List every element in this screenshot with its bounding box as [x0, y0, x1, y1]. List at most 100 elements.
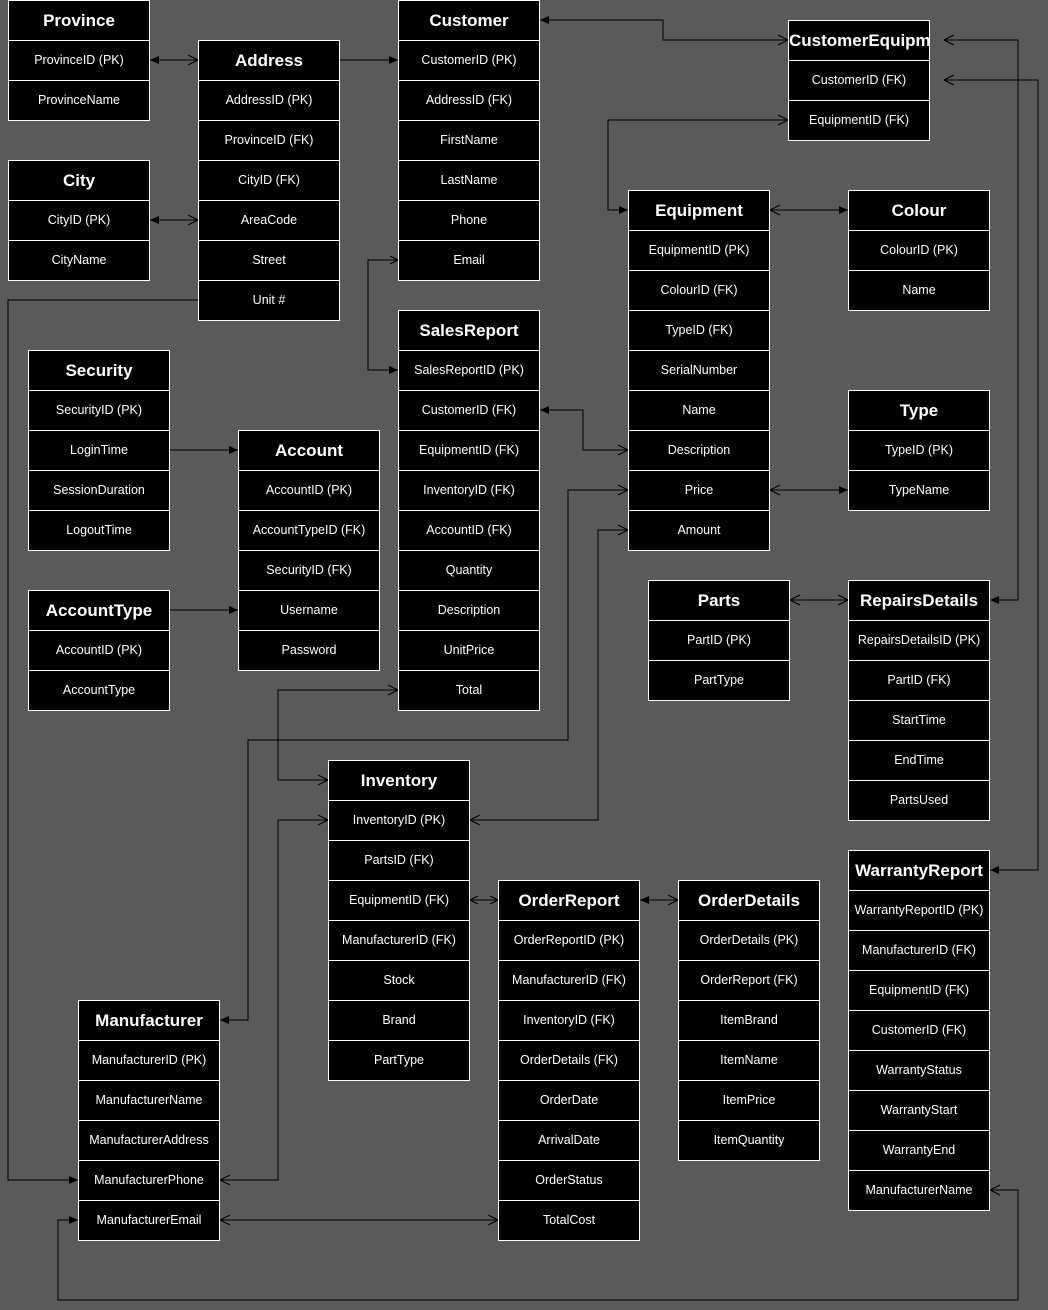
link-custequip-repairs: [944, 39, 1019, 604]
entity-field: FirstName: [399, 121, 539, 161]
entity-title: AccountType: [29, 591, 169, 631]
entity-field: ProvinceID (PK): [9, 41, 149, 81]
entity-field: ManufacturerPhone: [79, 1161, 219, 1201]
entity-field: ManufacturerID (FK): [849, 931, 989, 971]
entity-field: AddressID (FK): [399, 81, 539, 121]
link-equipment-manufacturer: [220, 489, 628, 1024]
link-address-manufacturer: [7, 296, 207, 1184]
entity-field: ItemName: [679, 1041, 819, 1081]
entity-field: UnitPrice: [399, 631, 539, 671]
entity-field: LoginTime: [29, 431, 169, 471]
entity-field: SecurityID (FK): [239, 551, 379, 591]
entity-field: CityName: [51, 253, 107, 267]
customer-equipment-table[interactable]: CustomerEquipmenCustomerID (FK) Equipment…: [788, 20, 930, 141]
entity-title: City: [9, 161, 149, 201]
entity-field: WarrantyReportID (PK): [849, 891, 989, 931]
entity-field: AccountID (PK): [239, 471, 379, 511]
entity-field: EquipmentID (FK): [329, 881, 469, 921]
entity-field: Stock: [329, 961, 469, 1001]
entity-field: EquipmentID (FK): [808, 113, 910, 127]
entity-field: Password: [281, 643, 337, 657]
entity-field: TypeName: [888, 483, 950, 497]
entity-field: SecurityID (PK): [29, 391, 169, 431]
entity-field: InventoryID (FK): [499, 1001, 639, 1041]
entity-field: Unit #: [252, 293, 286, 307]
entity-field: OrderStatus: [499, 1161, 639, 1201]
entity-title: Parts: [649, 581, 789, 621]
entity-field: ManufacturerAddress: [79, 1121, 219, 1161]
entity-field: Brand: [329, 1001, 469, 1041]
entity-title: RepairsDetails: [849, 581, 989, 621]
entity-title: OrderReport: [499, 881, 639, 921]
entity-field: CustomerID (PK): [399, 41, 539, 81]
entity-field: PartsUsed: [889, 793, 949, 807]
entity-field: PartType: [373, 1053, 425, 1067]
entity-field: PartID (PK): [649, 621, 789, 661]
link-custequip-warranty: [944, 79, 1039, 874]
entity-field: PartsID (FK): [329, 841, 469, 881]
entity-title: Type: [849, 391, 989, 431]
entity-field: SessionDuration: [29, 471, 169, 511]
entity-title: Account: [239, 431, 379, 471]
entity-field: InventoryID (PK): [329, 801, 469, 841]
entity-title: Customer: [399, 1, 539, 41]
entity-field: CustomerID (FK): [399, 391, 539, 431]
entity-field: AreaCode: [199, 201, 339, 241]
entity-field: Name: [902, 283, 936, 297]
entity-field: InventoryID (FK): [399, 471, 539, 511]
entity-field: StartTime: [849, 701, 989, 741]
entity-field: Total: [455, 683, 483, 697]
entity-field: Name: [629, 391, 769, 431]
entity-field: TypeID (PK): [849, 431, 989, 471]
entity-field: Street: [199, 241, 339, 281]
entity-field: WarrantyStatus: [849, 1051, 989, 1091]
entity-field: OrderDetails (FK): [499, 1041, 639, 1081]
entity-field: OrderReportID (PK): [499, 921, 639, 961]
entity-field: AddressID (PK): [199, 81, 339, 121]
entity-title: Inventory: [329, 761, 469, 801]
entity-field: Amount: [677, 523, 721, 537]
link-custequip-customer: [540, 16, 788, 41]
entity-field: CustomerID (FK): [789, 61, 929, 101]
entity-title: CustomerEquipmen: [789, 21, 929, 61]
entity-field: ProvinceID (FK): [199, 121, 339, 161]
entity-field: WarrantyStart: [849, 1091, 989, 1131]
entity-field: Description: [399, 591, 539, 631]
entity-field: EquipmentID (FK): [849, 971, 989, 1011]
entity-title: WarrantyReport: [849, 851, 989, 891]
entity-field: AccountID (PK): [29, 631, 169, 671]
entity-field: ItemBrand: [679, 1001, 819, 1041]
entity-field: Username: [239, 591, 379, 631]
link-equipment-inventory: [470, 529, 628, 821]
entity-field: CityID (PK): [9, 201, 149, 241]
entity-field: ManufacturerName: [865, 1183, 973, 1197]
entity-field: AccountID (FK): [399, 511, 539, 551]
entity-field: ItemPrice: [679, 1081, 819, 1121]
entity-field: ColourID (PK): [849, 231, 989, 271]
entity-field: PartType: [693, 673, 745, 687]
entity-field: SerialNumber: [629, 351, 769, 391]
entity-title: Equipment: [629, 191, 769, 231]
entity-field: TotalCost: [542, 1213, 596, 1227]
entity-field: OrderDate: [499, 1081, 639, 1121]
entity-field: OrderDetails (PK): [679, 921, 819, 961]
entity-title: SalesReport: [399, 311, 539, 351]
